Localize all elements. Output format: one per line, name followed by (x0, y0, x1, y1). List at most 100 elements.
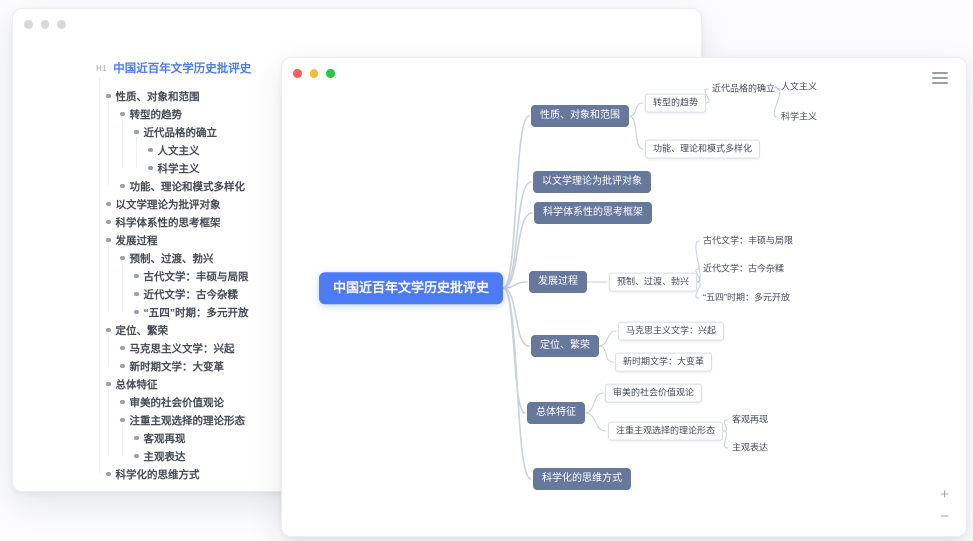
outline-item[interactable]: 注重主观选择的理论形态 (120, 411, 245, 429)
mindmap-node-subjective[interactable]: 注重主观选择的理论形态 (608, 421, 724, 441)
mindmap-node-scientific-thinking[interactable]: 科学化的思维方式 (533, 468, 631, 490)
outline-item[interactable]: 功能、理论和模式多样化 (120, 177, 245, 195)
mindmap-node-nature[interactable]: 性质、对象和范围 (531, 105, 629, 127)
bullet-icon (106, 237, 111, 243)
mindmap-canvas[interactable]: 中国近百年文学历史批评史 性质、对象和范围 转型的趋势 近代品格的确立 人文主义… (282, 58, 966, 536)
heading-level-badge: H1 (96, 63, 108, 73)
bullet-icon (134, 273, 139, 279)
bullet-icon (120, 399, 125, 405)
bullet-icon (120, 345, 125, 351)
outline-guide (122, 425, 123, 456)
mindmap-node-modern-character[interactable]: 近代品格的确立 (712, 83, 776, 94)
outline-item-text: 审美的社会价值观论 (129, 396, 225, 409)
outline-item[interactable]: 定位、繁荣 (106, 321, 168, 339)
outline-item-text: 总体特征 (115, 378, 158, 391)
outline-guide (99, 77, 100, 474)
mindmap-node-stages[interactable]: 预制、过渡、勃兴 (609, 272, 698, 292)
mindmap-node-marxist[interactable]: 马克思主义文学：兴起 (618, 321, 725, 341)
outline-item[interactable]: 转型的趋势 (120, 105, 182, 123)
mindmap-node-new-period[interactable]: 新时期文学：大变革 (615, 352, 713, 372)
bullet-icon (148, 147, 153, 153)
outline-guide (122, 119, 123, 168)
outline-item[interactable]: 预制、过渡、勃兴 (120, 249, 214, 267)
outline-item[interactable]: 新时期文学：大变革 (120, 357, 224, 375)
minimize-button[interactable] (309, 69, 318, 78)
outline-item[interactable]: 审美的社会价值观论 (120, 393, 224, 411)
minimize-button[interactable] (40, 20, 49, 29)
outline-guide (108, 389, 109, 456)
outline-item[interactable]: 发展过程 (106, 231, 158, 249)
mindmap-node-aesthetic[interactable]: 审美的社会价值观论 (605, 383, 703, 403)
mindmap-center-node[interactable]: 中国近百年文学历史批评史 (319, 272, 504, 304)
outline-title[interactable]: 中国近百年文学历史批评史 (113, 63, 252, 75)
bullet-icon (134, 291, 139, 297)
outline-item-text: 新时期文学：大变革 (129, 360, 225, 373)
close-button[interactable] (293, 69, 302, 78)
outline-item[interactable]: 科学主义 (148, 159, 200, 177)
mindmap-node-scientific-framework[interactable]: 科学体系性的思考框架 (534, 202, 652, 224)
outline-item-text: 定位、繁荣 (115, 324, 169, 337)
zoom-controls: + − (940, 487, 949, 524)
outline-panel[interactable]: H1 中国近百年文学历史批评史 性质、对象和范围 转型的趋势 近代品格的确立 人… (13, 9, 701, 491)
mindmap-node-function-modes[interactable]: 功能、理论和模式多样化 (645, 139, 761, 159)
outline-item[interactable]: “五四”时期：多元开放 (134, 303, 249, 321)
mindmap-node-humanism[interactable]: 人文主义 (781, 81, 818, 92)
outline-item[interactable]: 科学化的思维方式 (106, 465, 200, 483)
outline-item-text: 科学化的思维方式 (115, 468, 200, 481)
outline-item-text: “五四”时期：多元开放 (143, 306, 249, 319)
hamburger-menu-icon[interactable] (932, 72, 948, 84)
bullet-icon (120, 255, 125, 261)
outline-item-text: 主观表达 (143, 450, 186, 463)
bullet-icon (106, 327, 111, 333)
mindmap-node-ancient-literature[interactable]: 古代文学：丰硕与局限 (703, 235, 794, 246)
outline-item[interactable]: 性质、对象和范围 (106, 87, 200, 105)
outline-item-text: 注重主观选择的理论形态 (129, 414, 246, 427)
maximize-button[interactable] (326, 69, 335, 78)
outline-item-text: 发展过程 (115, 234, 158, 247)
outline-item[interactable]: 古代文学：丰硕与局限 (134, 267, 249, 285)
mindmap-node-transform-trend[interactable]: 转型的趋势 (645, 93, 707, 113)
outline-item[interactable]: 近代文学：古今杂糅 (134, 285, 238, 303)
outline-item[interactable]: 马克思主义文学：兴起 (120, 339, 235, 357)
mindmap-node-modern-literature[interactable]: 近代文学：古今杂糅 (703, 263, 785, 274)
bullet-icon (134, 435, 139, 441)
outline-guide (108, 101, 109, 186)
outline-guide (108, 335, 109, 366)
outline-item[interactable]: 以文学理论为批评对象 (106, 195, 221, 213)
zoom-out-button[interactable]: − (940, 508, 949, 525)
outline-item[interactable]: 人文主义 (148, 141, 200, 159)
bullet-icon (120, 111, 125, 117)
bullet-icon (148, 165, 153, 171)
mindmap-node-scientism[interactable]: 科学主义 (781, 111, 818, 122)
outline-item[interactable]: 客观再现 (134, 429, 186, 447)
outline-item[interactable]: 主观表达 (134, 447, 186, 465)
zoom-in-button[interactable]: + (940, 486, 949, 503)
maximize-button[interactable] (57, 20, 66, 29)
mindmap-node-subjective-expression[interactable]: 主观表达 (732, 442, 769, 453)
mindmap-node-development[interactable]: 发展过程 (529, 271, 587, 293)
outline-item[interactable]: 总体特征 (106, 375, 158, 393)
mindmap-node-literary-theory[interactable]: 以文学理论为批评对象 (533, 171, 651, 193)
outline-item-text: 以文学理论为批评对象 (115, 198, 221, 211)
mindmap-node-objective-representation[interactable]: 客观再现 (732, 414, 769, 425)
window-controls (24, 20, 66, 29)
outline-item[interactable]: 科学体系性的思考框架 (106, 213, 221, 231)
bullet-icon (120, 417, 125, 423)
window-controls (293, 69, 335, 78)
bullet-icon (106, 93, 111, 99)
mindmap-node-position[interactable]: 定位、繁荣 (531, 335, 599, 357)
outline-item[interactable]: 近代品格的确立 (134, 123, 217, 141)
outline-guide (136, 137, 137, 168)
mindmap-node-may-fourth[interactable]: “五四”时期：多元开放 (703, 292, 790, 303)
bullet-icon (134, 453, 139, 459)
close-button[interactable] (24, 20, 33, 29)
outline-item-text: 性质、对象和范围 (115, 90, 200, 103)
bullet-icon (120, 183, 125, 189)
outline-item-text: 科学主义 (157, 162, 200, 175)
outline-guide (108, 245, 109, 312)
outline-item-text: 预制、过渡、勃兴 (129, 252, 214, 265)
bullet-icon (106, 219, 111, 225)
outline-item-text: 古代文学：丰硕与局限 (143, 270, 249, 283)
outline-title-row[interactable]: H1 中国近百年文学历史批评史 (96, 59, 251, 77)
mindmap-node-overall[interactable]: 总体特征 (527, 402, 585, 424)
